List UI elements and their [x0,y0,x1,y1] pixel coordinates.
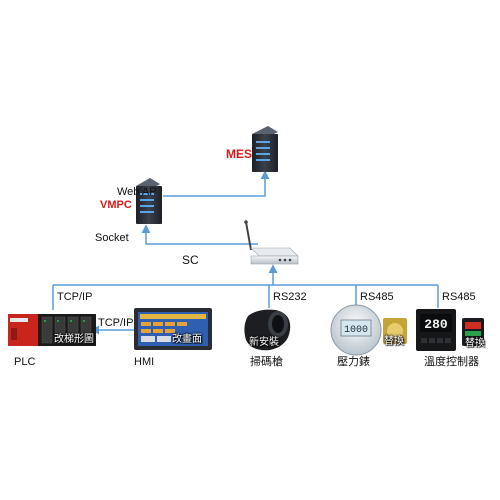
web-ap-label: Web AP [117,186,157,198]
gauge-tag: 替換 [384,336,404,347]
router-icon [244,220,299,265]
temp-controller-label: 溫度控制器 [424,356,479,368]
connection-lines [52,170,439,335]
rs485-temp-label: RS485 [442,291,476,303]
temp-tag: 替換 [465,338,485,349]
pressure-gauge-icon: 1000 [330,304,407,356]
vmpc-label: VMPC [100,199,132,211]
svg-text:1000: 1000 [344,325,368,336]
socket-label: Socket [95,232,129,244]
plc-tag: 改梯形圖 [54,334,94,345]
temp-display-value: 280 [424,317,448,332]
mes-server-icon [252,126,278,172]
hmi-label: HMI [134,356,155,368]
scanner-label: 掃碼槍 [250,356,283,368]
plc-icon [8,314,96,346]
link-sc-to-vmpc [141,224,258,245]
sc-label: SC [182,253,199,267]
pressure-gauge-label: 壓力錶 [337,356,370,368]
barcode-scanner-icon [244,309,291,351]
tcpip-hmi-label: TCP/IP [98,317,134,329]
hmi-icon [134,308,212,350]
link-vmpc-to-mes [163,170,270,197]
plc-label: PLC [14,356,36,368]
temperature-controller-icon: 280 [416,309,484,351]
hmi-tag: 改畫面 [172,334,202,345]
tcpip-main-label: TCP/IP [57,291,93,303]
rs485-gauge-label: RS485 [360,291,394,303]
vmpc-server-icon [136,178,162,224]
mes-label: MES [226,147,253,161]
scanner-tag: 新安裝 [249,337,279,348]
rs232-label: RS232 [273,291,307,303]
